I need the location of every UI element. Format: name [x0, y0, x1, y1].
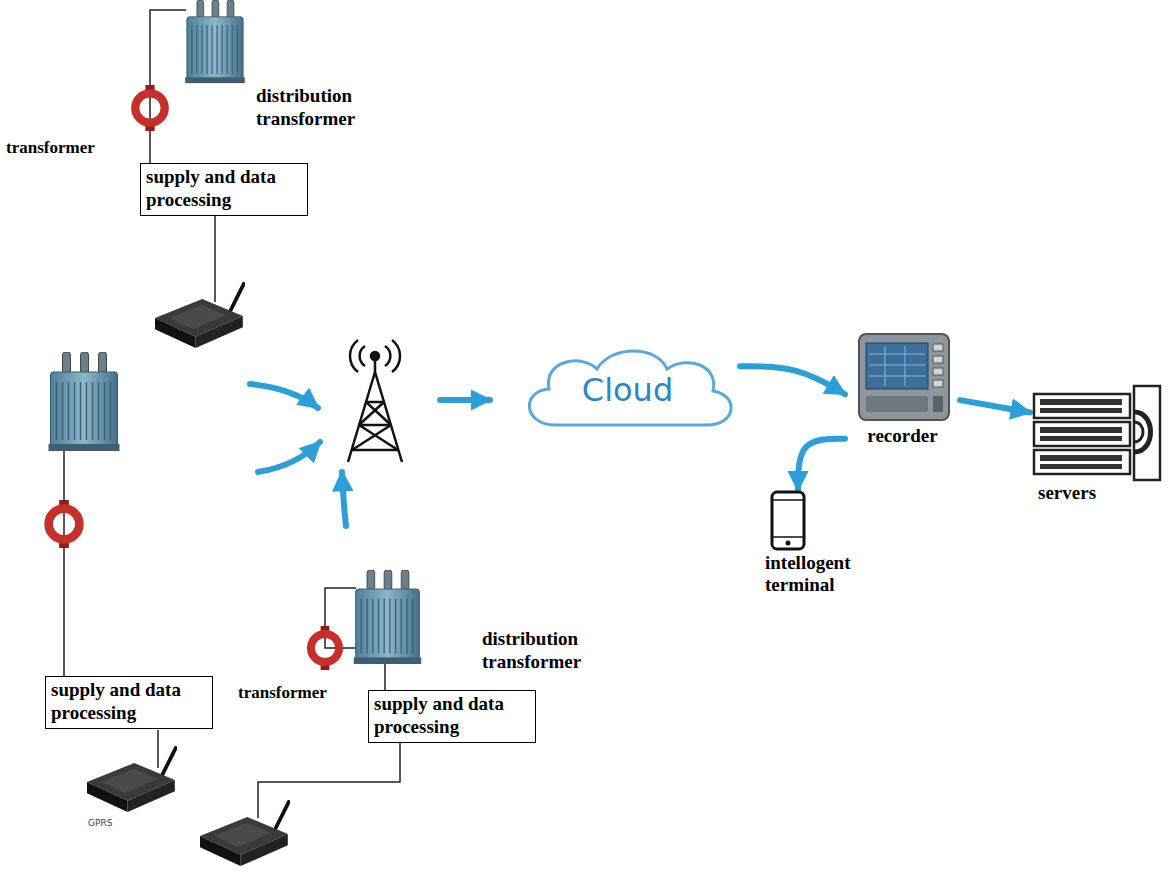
transformer-icon: [49, 352, 120, 451]
phone-icon: [769, 490, 809, 552]
part-label: distribution transformer: [256, 85, 436, 131]
part-label: transformer: [238, 683, 327, 703]
servers-icon: [1030, 382, 1165, 482]
flow-arrows: [250, 384, 490, 526]
recorder-drawing: [859, 334, 949, 420]
transformer-icon: [185, 0, 245, 83]
phone-drawing: [772, 492, 804, 549]
part-label: distribution transformer: [482, 628, 662, 674]
transformer-icon: [354, 570, 421, 664]
device-tag: GPRS: [88, 818, 112, 829]
wire: [258, 735, 400, 818]
box-text: supply and data processing: [51, 679, 207, 725]
cloud-text: Cloud: [582, 367, 673, 409]
flow-connector: [960, 400, 1030, 412]
cell-tower: [348, 340, 402, 462]
box-text: supply and data processing: [146, 166, 302, 212]
part-label: transformer: [6, 138, 95, 158]
icon-caption: intellogent terminal: [765, 552, 875, 596]
icon-caption: recorder: [845, 425, 960, 447]
process-box: supply and data processing: [368, 690, 536, 743]
recorder-icon: [845, 330, 960, 425]
gprs-modem: [155, 284, 244, 348]
wire: [63, 450, 65, 680]
cloud-shape: Cloud: [515, 345, 740, 430]
process-box: supply and data processing: [45, 676, 213, 729]
gprs-modem: [200, 802, 289, 866]
cloud-outline-path: [529, 351, 731, 425]
recorder-device: recorder: [845, 330, 960, 447]
icon-caption: servers: [1038, 482, 1165, 504]
current-transformer-ring: [49, 500, 80, 548]
phone-terminal: intellogent terminal: [765, 490, 875, 596]
transformer-group: [49, 352, 176, 812]
flow-connector: [740, 366, 845, 394]
current-transformer-ring: [135, 85, 164, 131]
wire: [157, 730, 159, 768]
gprs-modem: [87, 748, 176, 812]
servers-drawing: [1034, 386, 1160, 480]
box-text: supply and data processing: [374, 693, 530, 739]
server-rack: servers: [1030, 382, 1165, 504]
current-transformer-ring: [311, 626, 339, 670]
process-box: supply and data processing: [140, 163, 308, 216]
flow-connector: [798, 439, 845, 490]
